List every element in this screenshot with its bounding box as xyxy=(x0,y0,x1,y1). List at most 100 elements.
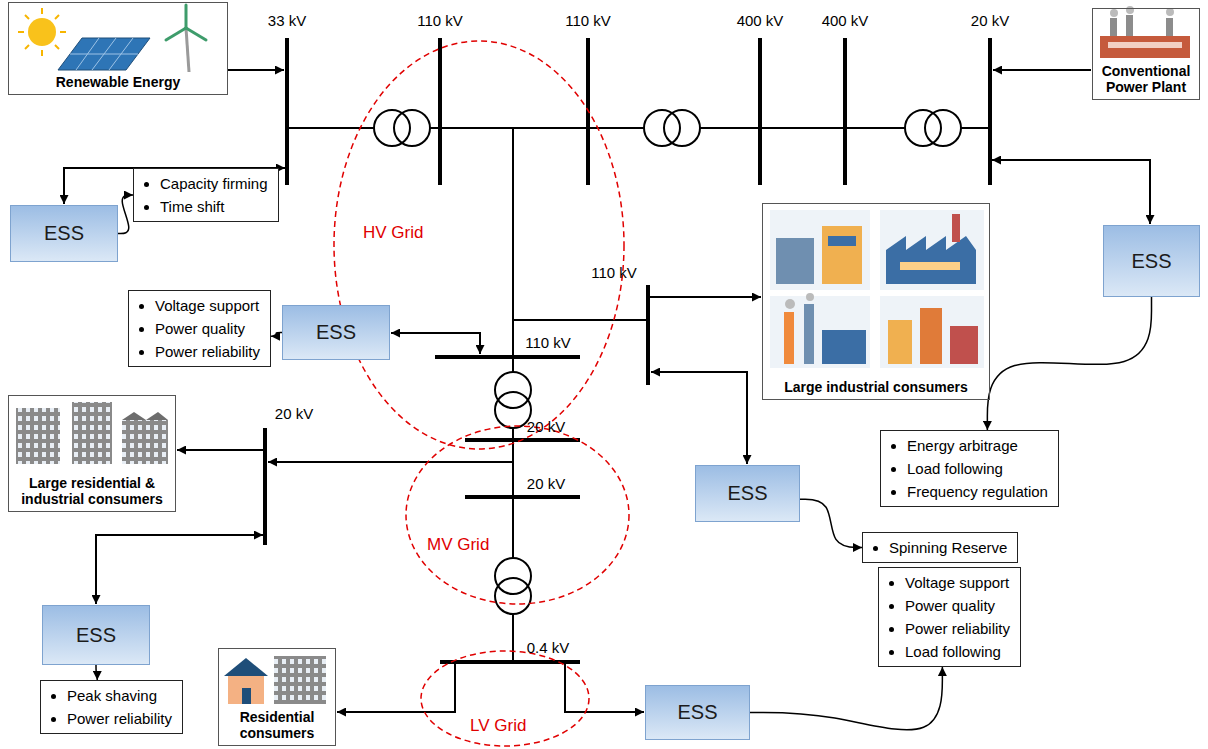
ess-link xyxy=(992,160,1150,224)
ess-box: ESS xyxy=(10,205,118,262)
ess-label: ESS xyxy=(1131,250,1171,273)
line xyxy=(512,614,514,662)
bus-bar xyxy=(465,495,580,499)
image-box: Renewable Energy xyxy=(8,2,228,95)
bullet-list: Peak shavingPower reliability xyxy=(43,684,172,730)
feed-arrow xyxy=(650,296,761,298)
bullet-list: Capacity firmingTime shift xyxy=(136,172,268,218)
list-item: Power reliability xyxy=(155,340,260,363)
list-item: Load following xyxy=(905,640,1010,663)
feed-arrow xyxy=(565,662,644,712)
renewable-illustration xyxy=(18,5,206,72)
feed-arrow xyxy=(993,69,1091,71)
transformer-symbol xyxy=(925,110,961,146)
consumer-label: Renewable Energy xyxy=(56,74,181,90)
ess-box: ESS xyxy=(695,465,800,522)
list-item: Power reliability xyxy=(67,707,172,730)
ess-link xyxy=(96,535,263,604)
ess-label: ESS xyxy=(677,701,717,724)
consumer-label: Residential consumers xyxy=(223,709,331,741)
bullet-list-box: Spinning Reserve xyxy=(862,532,1018,563)
consumer-label: Large residential & industrial consumers xyxy=(13,475,171,507)
bullet-list-box: Capacity firmingTime shift xyxy=(133,168,279,222)
sun-icon xyxy=(28,18,56,46)
grid-region: LV Grid xyxy=(420,650,590,747)
voltage-label: 110 kV xyxy=(525,334,571,351)
feed-arrow xyxy=(268,461,513,463)
grid-lines xyxy=(64,70,1150,712)
list-item: Power reliability xyxy=(905,617,1010,640)
list-item: Power quality xyxy=(155,317,260,340)
ess-label: ESS xyxy=(316,321,356,344)
image-box: Large industrial consumers xyxy=(762,203,990,400)
transformer-symbol xyxy=(495,558,531,594)
curved-arrow xyxy=(271,333,282,337)
voltage-label: 20 kV xyxy=(527,418,565,435)
ess-box: ESS xyxy=(42,605,150,665)
grid-region: MV Grid xyxy=(405,425,630,605)
bullet-list: Voltage supportPower qualityPower reliab… xyxy=(881,571,1010,663)
ess-box: ESS xyxy=(282,305,390,360)
bullet-list-box: Voltage supportPower qualityPower reliab… xyxy=(878,567,1021,667)
transformer-symbol xyxy=(394,110,430,146)
voltage-label: 400 kV xyxy=(822,12,869,29)
line xyxy=(513,319,646,321)
grid-region: HV Grid xyxy=(333,40,625,450)
bus-bar xyxy=(263,428,267,545)
voltage-label: 110 kV xyxy=(417,12,463,29)
list-item: Frequency regulation xyxy=(907,480,1048,503)
curved-arrow xyxy=(987,297,1151,430)
bullet-list: Spinning Reserve xyxy=(865,536,1007,559)
line xyxy=(512,428,514,558)
ess-box: ESS xyxy=(645,685,750,740)
bullet-list-box: Energy arbitrageLoad followingFrequency … xyxy=(880,430,1059,507)
curved-arrow xyxy=(118,195,133,234)
bus-bar xyxy=(435,355,580,359)
ess-label: ESS xyxy=(44,222,84,245)
region-outline xyxy=(333,40,625,450)
ess-label: ESS xyxy=(76,624,116,647)
region-ellipse xyxy=(421,651,589,746)
ess-link xyxy=(391,333,480,354)
power-plant-illustration xyxy=(1100,6,1190,58)
region-ellipse xyxy=(406,426,629,604)
feed-arrow xyxy=(228,69,284,71)
transformer-symbol xyxy=(495,372,531,408)
consumer-label: Large industrial consumers xyxy=(784,379,968,395)
line xyxy=(700,127,905,129)
list-item: Load following xyxy=(907,457,1048,480)
curved-arrow xyxy=(750,667,942,730)
list-item: Peak shaving xyxy=(67,684,172,707)
buildings-illustration xyxy=(16,402,168,464)
ess-label: ESS xyxy=(727,482,767,505)
bullet-list: Voltage supportPower qualityPower reliab… xyxy=(131,294,260,363)
bus-bar xyxy=(438,38,442,185)
turbine-blades xyxy=(166,5,206,40)
transformer-symbol xyxy=(905,110,941,146)
voltage-label: 33 kV xyxy=(268,12,306,29)
bullet-list: Energy arbitrageLoad followingFrequency … xyxy=(883,434,1048,503)
image-box: Conventional Power Plant xyxy=(1092,8,1200,100)
voltage-label: 110 kV xyxy=(591,264,637,281)
list-item: Spinning Reserve xyxy=(889,536,1007,559)
curved-arrow xyxy=(800,499,862,547)
ess-box: ESS xyxy=(1103,225,1200,297)
transformer-symbol xyxy=(664,110,700,146)
bus-bar xyxy=(758,38,762,185)
voltage-label: 20 kV xyxy=(527,475,565,492)
houses-illustration xyxy=(224,656,326,704)
bullet-list-box: Peak shavingPower reliability xyxy=(40,680,183,734)
region-outline xyxy=(405,425,630,605)
region-label: HV Grid xyxy=(363,223,423,243)
line xyxy=(961,127,990,129)
voltage-label: 20 kV xyxy=(971,12,1009,29)
transformer-symbol xyxy=(495,578,531,614)
voltage-label: 110 kV xyxy=(565,12,611,29)
list-item: Voltage support xyxy=(155,294,260,317)
sun-rays xyxy=(18,8,66,56)
industrial-illustration xyxy=(770,210,984,368)
turbine-tower xyxy=(186,28,189,72)
solar-panel xyxy=(58,38,150,70)
